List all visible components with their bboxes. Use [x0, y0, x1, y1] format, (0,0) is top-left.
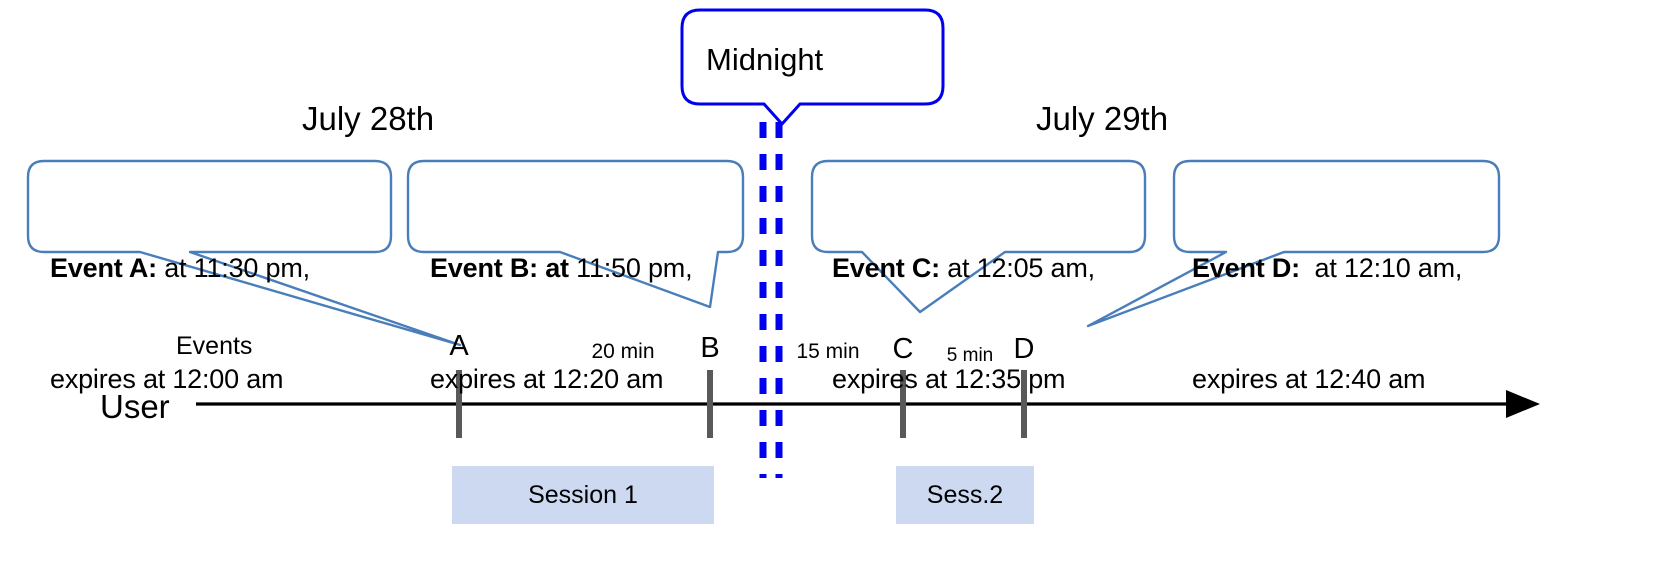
user-row-label: User [100, 388, 170, 425]
marker-label-c: C [892, 333, 914, 365]
marker-label-d: D [1013, 333, 1035, 365]
event-c-line1-rest: at 12:05 am, [939, 253, 1095, 283]
event-c-callout-text: Event C: at 12:05 am, expires at 12:35 p… [832, 176, 1142, 472]
event-d-line2: expires at 12:40 am [1192, 364, 1426, 394]
event-a-line1-rest: at 11:30 pm, [156, 253, 310, 283]
interval-label-15-min: 15 min [796, 340, 860, 363]
event-a-callout-text: Event A: at 11:30 pm, expires at 12:00 a… [50, 176, 390, 472]
event-b-line1-rest: 11:50 pm, [568, 253, 693, 283]
session-1-label: Session 1 [528, 480, 638, 509]
timeline-arrowhead [1506, 390, 1540, 418]
date-label-july-29: July 29th [1036, 100, 1169, 137]
events-row-label: Events [176, 332, 253, 360]
marker-label-b: B [700, 332, 720, 364]
midnight-label: Midnight [706, 42, 824, 77]
event-d-bold-prefix: Event D: [1192, 253, 1300, 283]
event-d-line1-rest: at 12:10 am, [1299, 253, 1463, 283]
event-c-line2: expires at 12:35 pm [832, 364, 1066, 394]
event-d-callout-text: Event D: at 12:10 am, expires at 12:40 a… [1192, 176, 1502, 472]
session-2-label: Sess.2 [926, 480, 1004, 509]
event-c-bold-prefix: Event C: [832, 253, 940, 283]
session-box-2: Sess.2 [896, 466, 1034, 524]
event-b-bold-prefix: Event B: at [430, 253, 569, 283]
event-a-bold-prefix: Event A: [50, 253, 157, 283]
date-label-july-28: July 28th [302, 100, 435, 137]
session-box-1: Session 1 [452, 466, 714, 524]
interval-label-5-min: 5 min [946, 345, 994, 366]
interval-label-20-min: 20 min [591, 340, 655, 363]
marker-label-a: A [449, 330, 469, 362]
event-b-line2: expires at 12:20 am [430, 364, 664, 394]
event-b-callout-text: Event B: at 11:50 pm, expires at 12:20 a… [430, 176, 740, 472]
event-a-line2: expires at 12:00 am [50, 364, 284, 394]
